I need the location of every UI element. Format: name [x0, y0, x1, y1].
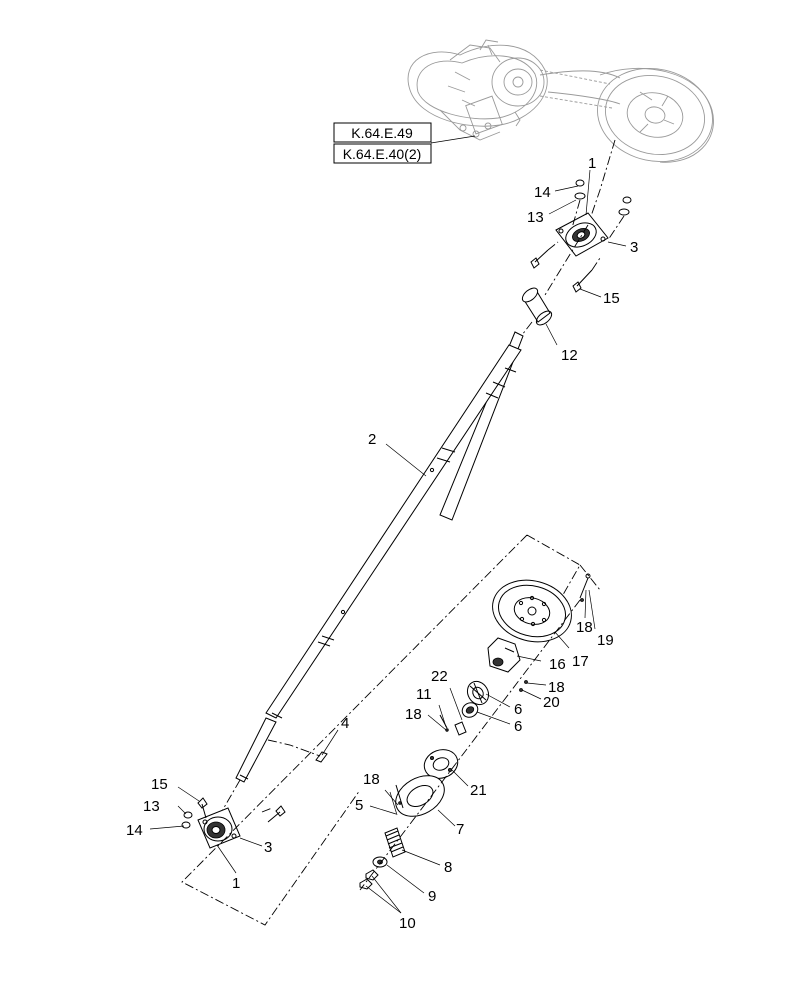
callout-4[interactable]: 4	[341, 715, 349, 732]
washer	[372, 856, 388, 868]
callout-18-b[interactable]: 18	[548, 679, 565, 696]
callout-18-c[interactable]: 18	[405, 706, 422, 723]
callout-20[interactable]: 20	[543, 694, 560, 711]
callout-6-b[interactable]: 6	[514, 718, 522, 735]
callout-22[interactable]: 22	[431, 668, 448, 685]
lower-nuts-washers	[181, 797, 286, 829]
main-shaft	[235, 331, 524, 783]
callout-15-top[interactable]: 15	[603, 290, 620, 307]
ref-box-k64e40-label: K.64.E.40(2)	[343, 146, 422, 162]
callout-15-bottom[interactable]: 15	[151, 776, 168, 793]
callout-13-bottom[interactable]: 13	[143, 798, 160, 815]
ref-box-k64e49[interactable]	[333, 122, 432, 143]
clutch-plate	[423, 749, 459, 779]
ref-box-k64e49-label: K.64.E.49	[351, 125, 413, 141]
leader-lines	[149, 169, 627, 914]
pulley	[492, 579, 572, 643]
upper-flange-bearing	[555, 212, 609, 257]
callout-14-top[interactable]: 14	[534, 184, 551, 201]
callout-12[interactable]: 12	[561, 347, 578, 364]
callout-7[interactable]: 7	[456, 821, 464, 838]
callout-21[interactable]: 21	[470, 782, 487, 799]
reference-drive-assembly	[407, 39, 714, 163]
ref-box-k64e40[interactable]	[333, 143, 432, 164]
reference-boxes: K.64.E.49 K.64.E.40(2)	[333, 122, 476, 164]
callout-16[interactable]: 16	[549, 656, 566, 673]
upper-nuts-washers	[574, 179, 632, 216]
callout-18-a[interactable]: 18	[576, 619, 593, 636]
callout-9[interactable]: 9	[428, 888, 436, 905]
pin	[579, 573, 591, 602]
callout-18-d[interactable]: 18	[363, 771, 380, 788]
spring	[384, 827, 406, 858]
callout-14-bottom[interactable]: 14	[126, 822, 143, 839]
callout-labels: 1 14 13 3 15 12 2 4 15 13 14 3 1 18 19 1…	[126, 155, 638, 932]
callout-5[interactable]: 5	[355, 797, 363, 814]
shaft-key	[267, 739, 328, 763]
callout-1-bottom[interactable]: 1	[232, 875, 240, 892]
callout-3-bottom[interactable]: 3	[264, 839, 272, 856]
spring-discs	[439, 680, 490, 736]
callout-13-top[interactable]: 13	[527, 209, 544, 226]
bushing	[521, 287, 553, 326]
callout-17[interactable]: 17	[572, 653, 589, 670]
callout-10[interactable]: 10	[399, 915, 416, 932]
lower-flange-bearing	[197, 807, 241, 849]
callout-19[interactable]: 19	[597, 632, 614, 649]
hub	[487, 637, 528, 692]
callout-11[interactable]: 11	[416, 686, 432, 703]
callout-2[interactable]: 2	[368, 431, 376, 448]
callout-6-a[interactable]: 6	[514, 701, 522, 718]
callout-1-top[interactable]: 1	[588, 155, 596, 172]
friction-plate	[395, 775, 445, 817]
callout-8[interactable]: 8	[444, 859, 452, 876]
callout-3-top[interactable]: 3	[630, 239, 638, 256]
upper-bolts	[530, 241, 601, 293]
